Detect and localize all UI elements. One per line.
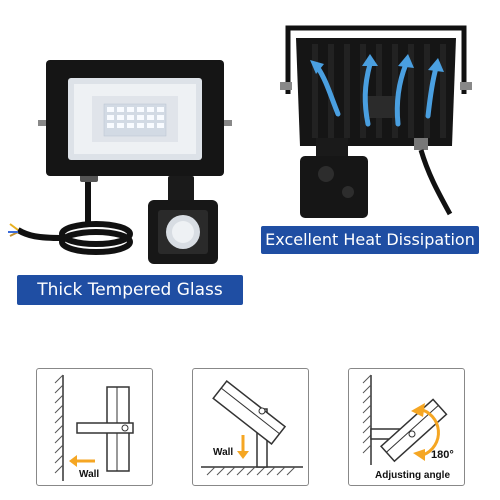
angle-label: 180°	[431, 449, 454, 461]
wall-label-ground: Wall	[213, 447, 234, 458]
heat-dissipation-label: Excellent Heat Dissipation	[261, 226, 479, 254]
airflow-arrows-icon	[315, 61, 439, 127]
wall-mount-diagram-icon	[54, 374, 134, 481]
tempered-glass-label: Thick Tempered Glass	[17, 275, 243, 305]
led-array-icon	[103, 103, 167, 137]
install-diagram-adjusting-angle: 180° Adjusting angle	[348, 368, 465, 486]
adjusting-angle-diagram-icon	[362, 374, 448, 465]
cable-coil-icon	[16, 221, 133, 255]
wall-label: Wall	[79, 469, 100, 480]
floodlight-front-image	[8, 60, 232, 264]
floodlight-back-image	[280, 25, 472, 218]
ground-mount-diagram-icon	[201, 380, 303, 476]
adjusting-angle-label: Adjusting angle	[375, 470, 450, 481]
install-diagram-wall-mount: Wall	[36, 368, 153, 486]
install-diagram-ground-mount: Wall	[192, 368, 309, 486]
